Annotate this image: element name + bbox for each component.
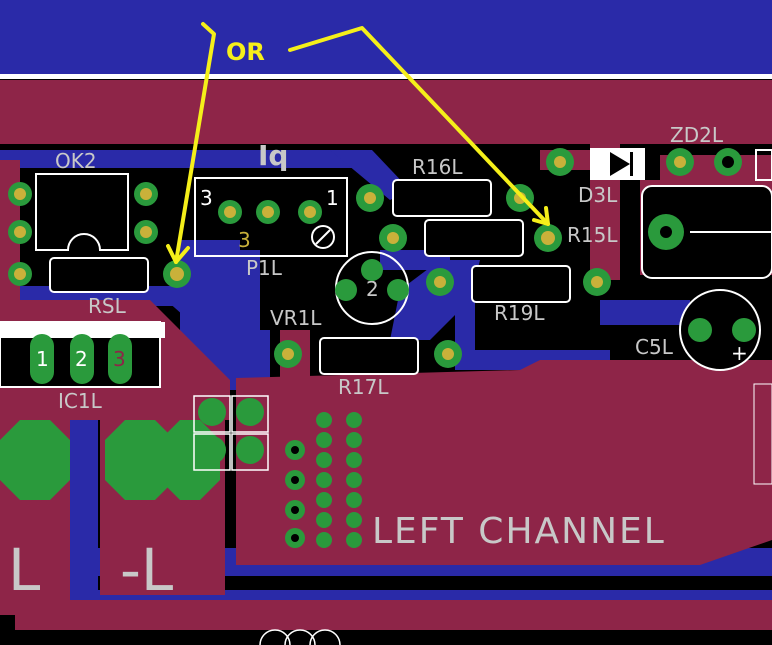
- c5l-label: C5L: [635, 335, 674, 359]
- iq-pin3b-label: 3: [238, 228, 251, 252]
- r16l-body: [392, 179, 492, 217]
- r19l-body: [471, 265, 571, 303]
- pads: [0, 148, 756, 548]
- ic1l-tab: [0, 322, 165, 338]
- p1l-label: P1L: [246, 256, 283, 280]
- rsl-label: RSL: [88, 294, 127, 318]
- d3l-cathode-band: [645, 148, 660, 180]
- annotation-or-text: OR: [226, 38, 265, 66]
- iq-pin3-label: 3: [200, 186, 213, 210]
- header-outline: [193, 395, 269, 471]
- zd2l-label: ZD2L: [670, 123, 724, 147]
- top-ground-pour: [0, 0, 772, 74]
- iq-header-outline: [194, 177, 348, 257]
- r15l-label: R15L: [567, 223, 618, 247]
- rsl-body: [49, 257, 149, 293]
- r15l-body: [424, 219, 524, 257]
- iq-label: Iq: [258, 139, 288, 172]
- r16l-label: R16L: [412, 155, 463, 179]
- iq-pin1-label: 1: [326, 186, 339, 210]
- ic1l-pin1: 1: [36, 347, 49, 371]
- c5l-plus: +: [731, 341, 748, 365]
- board-outline: [753, 383, 772, 485]
- logo-fragment: [259, 629, 341, 645]
- r19l-label: R19L: [494, 301, 545, 325]
- vr1l-pin2: 2: [366, 277, 379, 301]
- ic1l-label: IC1L: [58, 389, 103, 413]
- board-title: LEFT CHANNEL: [372, 511, 666, 552]
- vr1l-label: VR1L: [270, 306, 322, 330]
- zd2l-body: [755, 149, 772, 181]
- ok2-outline: [35, 173, 129, 251]
- board-edge-line: [0, 74, 772, 79]
- connector-l-label: L: [8, 536, 40, 604]
- ic1l-pin2: 2: [75, 347, 88, 371]
- annotation-arrows: [166, 22, 550, 264]
- r17l-body: [319, 337, 419, 375]
- d3l-symbol: [610, 152, 630, 176]
- ok2-label: OK2: [55, 149, 97, 173]
- ic1l-pin3: 3: [113, 347, 126, 371]
- r17l-label: R17L: [338, 375, 389, 399]
- bottom-pour-band: [0, 80, 772, 144]
- d3l-label: D3L: [578, 183, 618, 207]
- c5l-outline: [679, 289, 761, 371]
- connector-minus-l-label: -L: [120, 536, 173, 604]
